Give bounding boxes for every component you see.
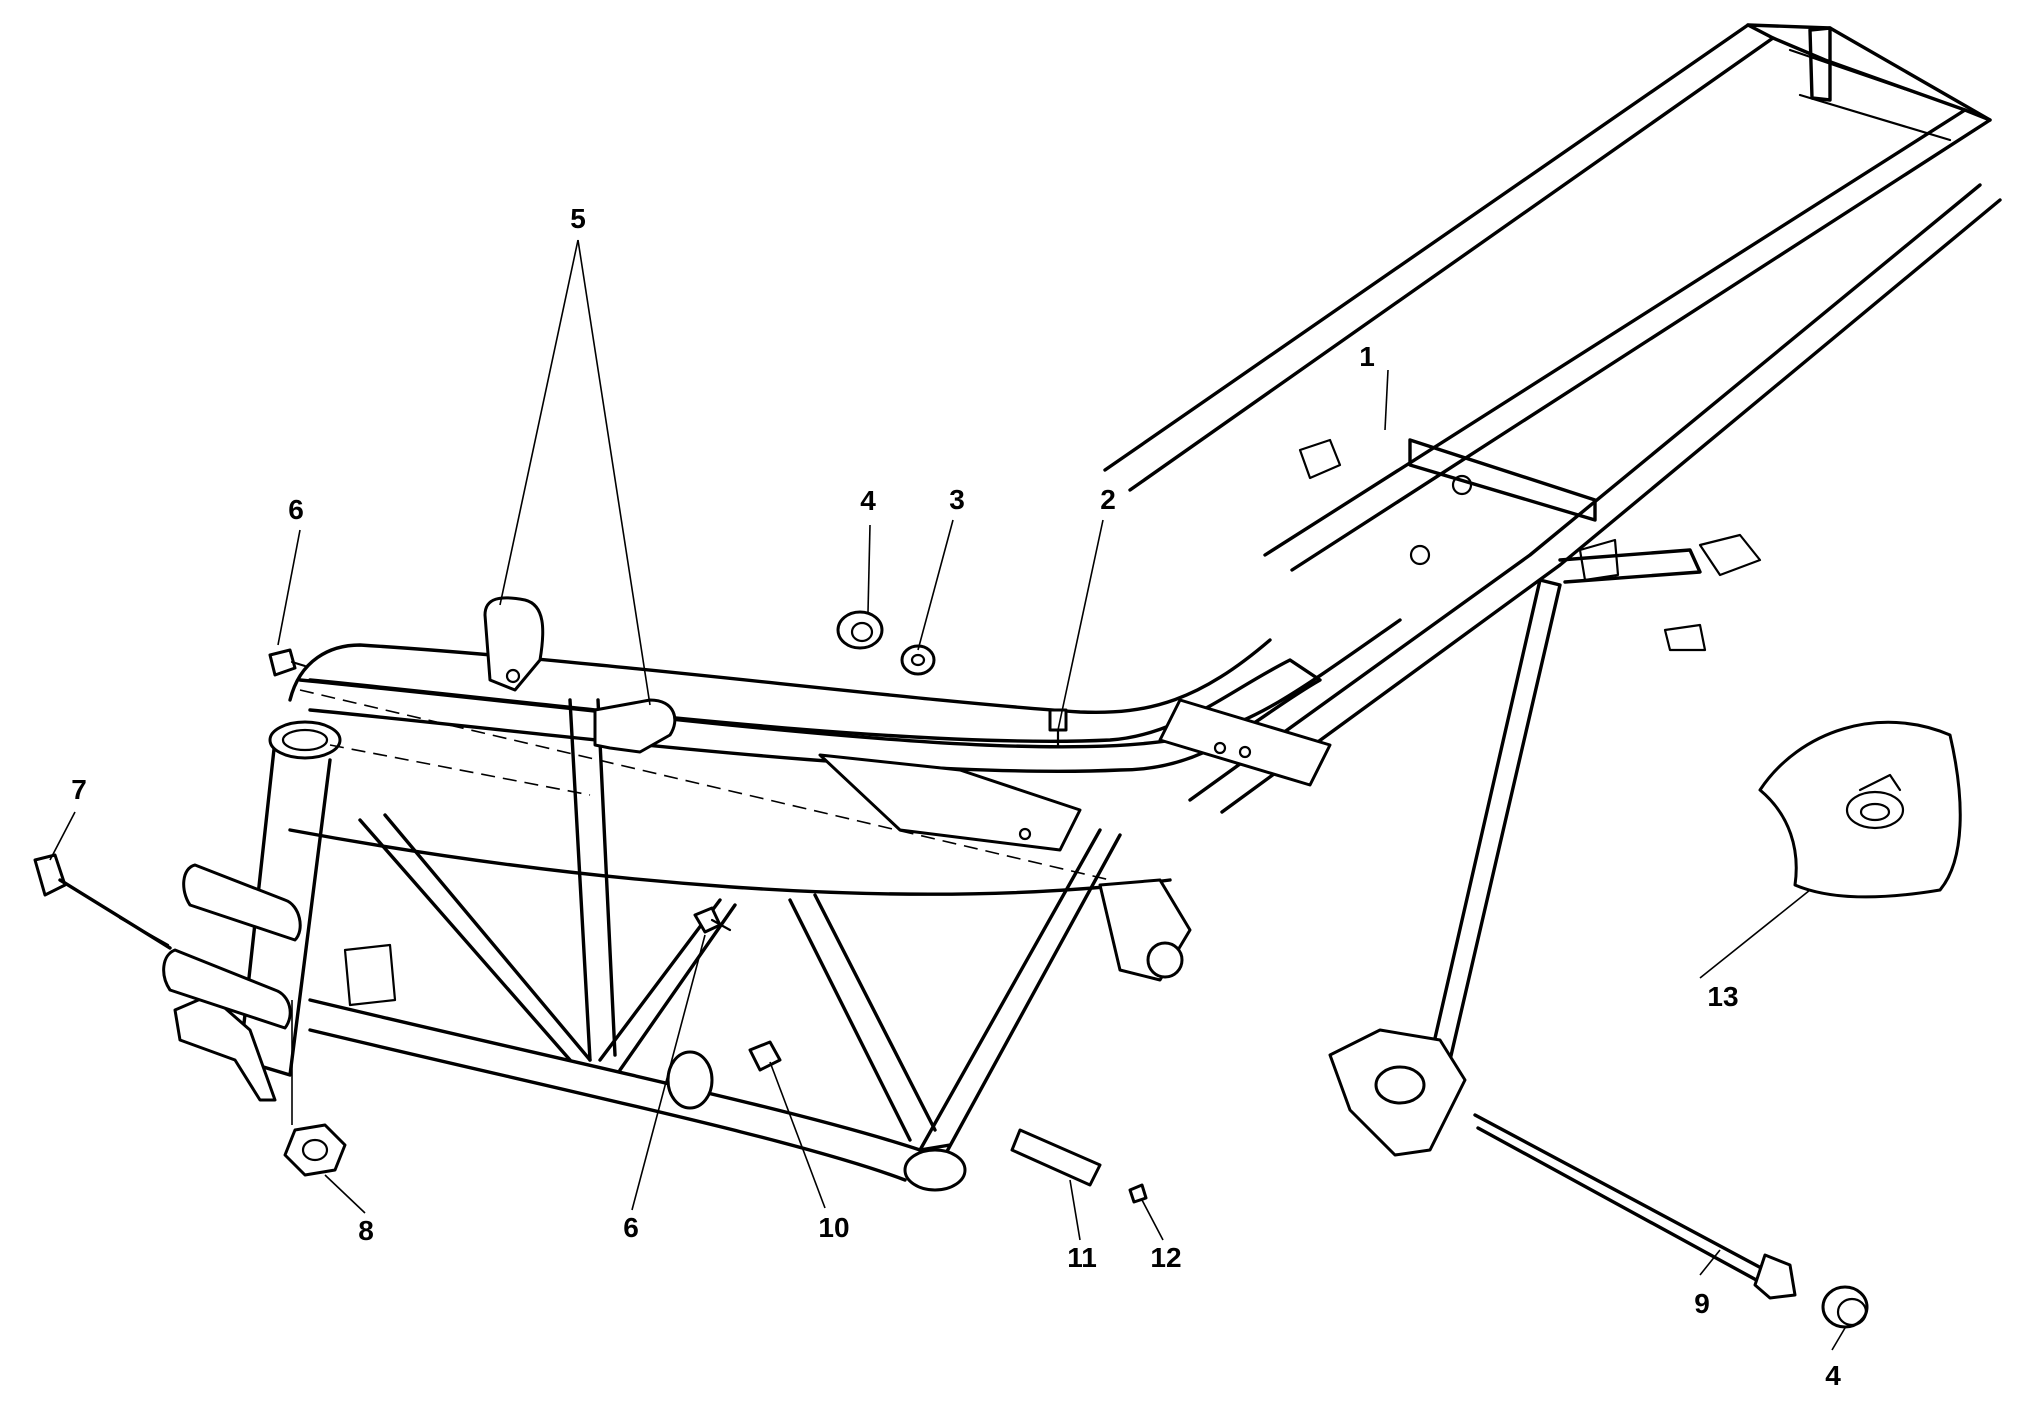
callout-13: 13 <box>1707 981 1738 1012</box>
part-5-cover-right <box>593 698 677 754</box>
spacer-tubes <box>162 863 302 1030</box>
part-11-spacer-tube <box>1010 1128 1102 1187</box>
callouts: 1 2 3 4 5 6 7 8 9 10 11 12 13 6 4 <box>71 203 1841 1391</box>
callout-5: 5 <box>570 203 586 234</box>
part-7-long-bolt <box>33 853 172 950</box>
callout-6: 6 <box>288 494 304 525</box>
part-12-screw <box>1128 1183 1148 1204</box>
callout-7: 7 <box>71 774 87 805</box>
part-13-filler-detail <box>1758 720 1962 899</box>
callout-4: 4 <box>860 485 876 516</box>
part-9-pivot-bolt <box>1473 1113 1797 1300</box>
callout-11: 11 <box>1067 1242 1097 1273</box>
frame-assembly <box>173 23 2002 1192</box>
callout-4-second: 4 <box>1825 1360 1841 1391</box>
callout-6-second: 6 <box>623 1212 639 1243</box>
callout-8: 8 <box>358 1215 374 1246</box>
part-6-screw-bottom <box>693 906 732 934</box>
part-4-grommet-top <box>836 610 884 650</box>
part-5-cover-left <box>483 596 545 692</box>
leader-lines <box>49 239 1846 1351</box>
callout-1: 1 <box>1359 341 1375 372</box>
part-10-clip <box>748 1040 782 1072</box>
part-6-screw-top <box>268 648 307 677</box>
callout-3: 3 <box>949 484 965 515</box>
callout-10: 10 <box>818 1212 849 1243</box>
part-8-nut <box>283 1123 347 1177</box>
part-3-spacer <box>900 644 936 676</box>
callout-9: 9 <box>1694 1288 1710 1319</box>
part-4-grommet-bottom <box>1821 1285 1869 1329</box>
callout-2: 2 <box>1100 484 1116 515</box>
callout-12: 12 <box>1150 1242 1181 1273</box>
